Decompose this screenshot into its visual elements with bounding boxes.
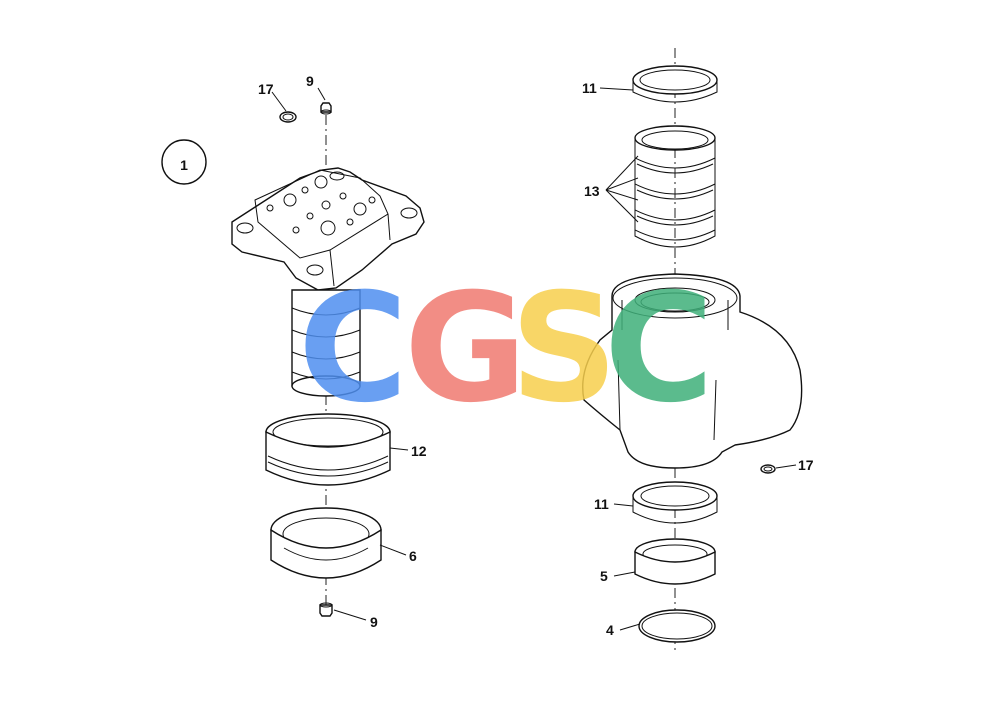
spool-shaft <box>291 289 361 397</box>
callout-4: 4 <box>606 622 614 638</box>
part-11-ring-bottom <box>632 481 718 524</box>
callout-11-top: 11 <box>582 80 597 96</box>
right-assembly: 11 13 17 11 5 4 <box>582 48 814 650</box>
left-assembly: 17 9 12 6 9 <box>231 73 427 630</box>
part-13-seal-stack <box>634 125 716 248</box>
part-9-plug-top <box>320 102 332 115</box>
watermark-letter-3: S <box>510 262 618 436</box>
callout-11-bottom: 11 <box>594 496 609 512</box>
part-11-ring-top <box>632 65 718 103</box>
flange-housing <box>231 167 425 291</box>
callout-17-left: 17 <box>258 81 274 97</box>
part-4-snap-ring <box>638 609 716 643</box>
watermark-letter-4: C <box>604 262 714 436</box>
part-9-plug-bottom <box>319 602 333 617</box>
callout-5: 5 <box>600 568 608 584</box>
callout-13: 13 <box>584 183 600 199</box>
watermark-letter-1: C <box>298 262 408 436</box>
figure-number-badge: 1 <box>161 139 207 185</box>
callout-6: 6 <box>409 548 417 564</box>
callout-17-right: 17 <box>798 457 814 473</box>
figure-number: 1 <box>180 157 188 173</box>
part-17-seal-top <box>279 111 297 123</box>
part-12-ring <box>265 413 391 486</box>
part-5-bearing <box>634 538 716 585</box>
callout-9-bottom: 9 <box>370 614 378 630</box>
callout-9-top: 9 <box>306 73 314 89</box>
cgsc-watermark-logo: C G S C <box>298 262 714 436</box>
part-17-seal-right <box>760 464 776 474</box>
part-6-bearing <box>270 507 382 579</box>
callout-12: 12 <box>411 443 427 459</box>
watermark-letter-2: G <box>404 262 527 436</box>
swivel-body <box>582 273 803 469</box>
